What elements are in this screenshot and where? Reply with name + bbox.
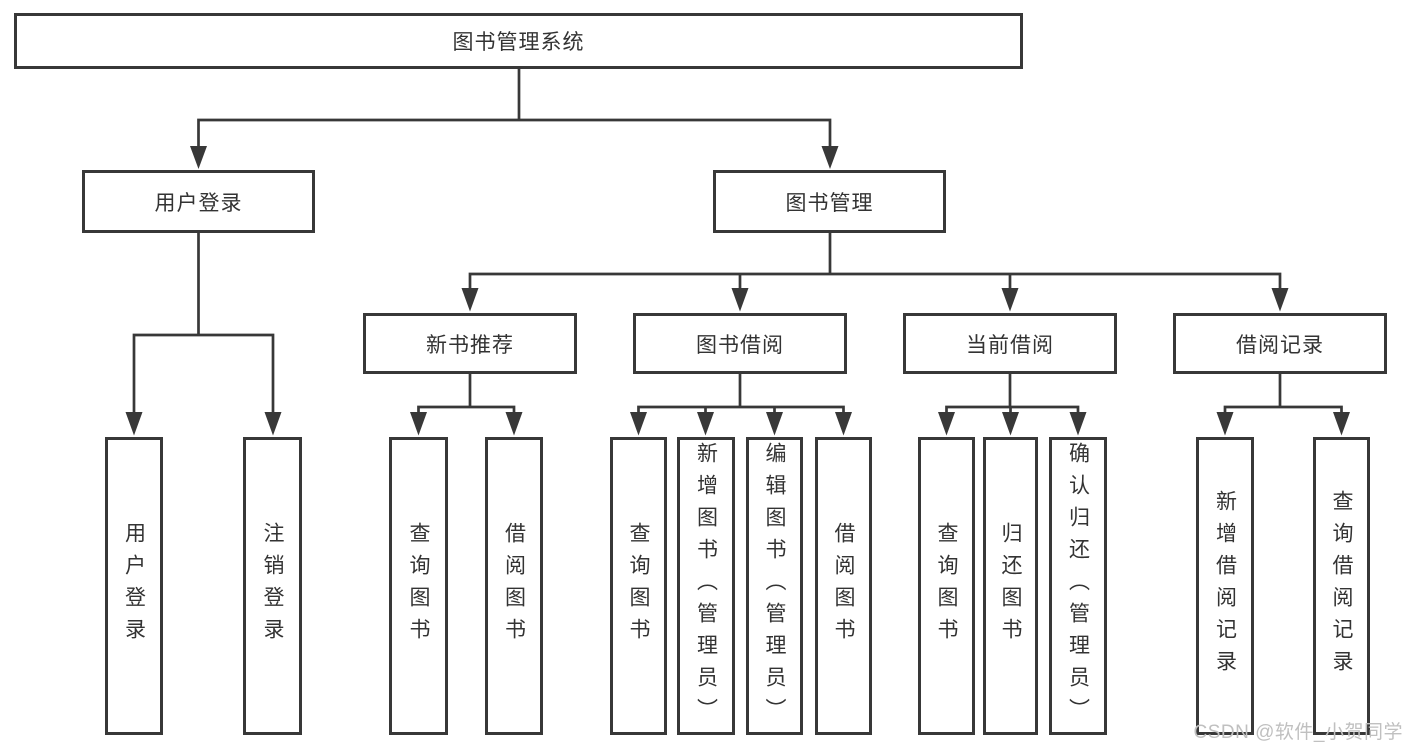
node-label: 图书管理系统 <box>452 31 585 54</box>
leaf-query-book-recommend: 查询图书 <box>389 437 448 735</box>
node-label: 用户登录 <box>122 522 146 650</box>
leaf-logout: 注销登录 <box>243 437 302 735</box>
leaf-borrow-book-recommend: 借阅图书 <box>485 437 543 735</box>
leaf-query-book-current: 查询图书 <box>918 437 975 735</box>
node-book-borrow: 图书借阅 <box>633 313 847 374</box>
leaf-query-book-borrow: 查询图书 <box>610 437 667 735</box>
leaf-user-login: 用户登录 <box>105 437 163 735</box>
node-label: 图书借阅 <box>696 333 784 357</box>
node-label: 查询图书 <box>407 522 430 650</box>
leaf-return-book: 归还图书 <box>983 437 1038 735</box>
arrowhead-icons <box>125 146 1350 436</box>
node-label: 借阅图书 <box>502 522 526 650</box>
node-label: 查询图书 <box>935 522 958 650</box>
node-label: 用户登录 <box>154 191 243 215</box>
leaf-edit-book-admin: 编辑图书（管理员） <box>746 437 803 735</box>
node-label: 编辑图书（管理员） <box>763 442 786 730</box>
node-label: 查询借阅记录 <box>1330 490 1353 682</box>
node-label: 新增借阅记录 <box>1213 490 1237 682</box>
leaf-query-borrow-record: 查询借阅记录 <box>1313 437 1370 735</box>
node-label: 借阅记录 <box>1236 333 1324 357</box>
node-user-login: 用户登录 <box>82 170 315 233</box>
node-borrow-records: 借阅记录 <box>1173 313 1387 374</box>
node-label: 查询图书 <box>627 522 650 650</box>
leaf-add-borrow-record: 新增借阅记录 <box>1196 437 1254 735</box>
node-new-book-recommend: 新书推荐 <box>363 313 577 374</box>
leaf-add-book-admin: 新增图书（管理员） <box>677 437 735 735</box>
node-label: 当前借阅 <box>966 333 1054 357</box>
watermark: CSDN @软件_小贺同学 <box>1193 722 1403 743</box>
node-book-management: 图书管理 <box>713 170 946 233</box>
node-label: 借阅图书 <box>832 522 855 650</box>
node-current-borrow: 当前借阅 <box>903 313 1117 374</box>
node-label: 新增图书（管理员） <box>694 442 718 730</box>
node-label: 归还图书 <box>999 522 1022 650</box>
node-label: 新书推荐 <box>426 333 514 357</box>
leaf-borrow-book: 借阅图书 <box>815 437 872 735</box>
node-label: 图书管理 <box>785 191 874 215</box>
leaf-confirm-return-admin: 确认归还（管理员） <box>1049 437 1107 735</box>
node-label: 确认归还（管理员） <box>1066 442 1090 730</box>
node-label: 注销登录 <box>261 522 284 650</box>
node-root: 图书管理系统 <box>14 13 1023 69</box>
